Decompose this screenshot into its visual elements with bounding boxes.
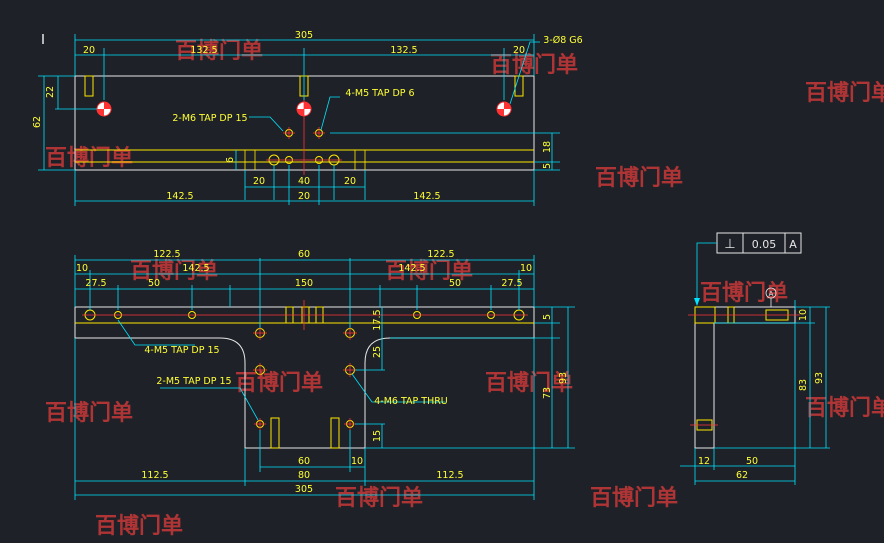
- watermark: 百博门单: [595, 165, 683, 191]
- dim-text: 10: [798, 309, 809, 321]
- watermark: 百博门单: [130, 258, 218, 284]
- dim-text: 40: [298, 176, 310, 187]
- dim-text: 142.5: [182, 263, 209, 274]
- dim-text: 12: [698, 456, 710, 467]
- watermark: 百博门单: [385, 258, 473, 284]
- center-lines: [82, 300, 528, 430]
- dim-text: 10: [520, 263, 532, 274]
- perpendicularity-symbol: ⊥: [724, 237, 735, 252]
- dim-text: 142.5: [413, 191, 440, 202]
- dim-text: 2-M6 TAP DP 15: [172, 113, 247, 124]
- dim-text: 17.5: [372, 309, 383, 330]
- dim-text: 20: [83, 45, 95, 56]
- dim-text: 93: [558, 372, 569, 384]
- dim-text: 20: [344, 176, 356, 187]
- datum-reference: A: [789, 238, 797, 251]
- pin-center-marker: [96, 101, 512, 117]
- tolerance-frame: ⊥ 0.05 A A: [694, 232, 802, 307]
- watermarks: 百博门单 百博门单 百博门单 百博门单 百博门单 百博门单 百博门单 百博门单 …: [45, 38, 884, 539]
- dim-text: 27.5: [85, 278, 106, 289]
- dim-text: 62: [32, 116, 43, 128]
- top-view: 305 20 132.5 132.5 20 3-Ø8 G6 22 62 18 5…: [32, 30, 583, 206]
- watermark: 百博门单: [805, 395, 884, 421]
- dim-text: 112.5: [436, 470, 463, 481]
- front-dim-lines: [74, 255, 575, 500]
- dim-text: 112.5: [141, 470, 168, 481]
- dim-text: 25: [372, 346, 383, 358]
- dim-text: 20: [298, 191, 310, 202]
- dim-text: 132.5: [190, 45, 217, 56]
- dim-text: 50: [449, 278, 461, 289]
- side-dim-lines: [680, 300, 830, 485]
- dim-text: 15: [372, 430, 383, 442]
- watermark: 百博门单: [175, 38, 263, 64]
- dim-text: 73: [542, 387, 553, 399]
- dim-text: 50: [746, 456, 758, 467]
- dim-text: 142.5: [166, 191, 193, 202]
- watermark: 百博门单: [805, 80, 884, 106]
- watermark: 百博门单: [235, 370, 323, 396]
- dim-text: 83: [798, 379, 809, 391]
- datum-marker: A: [769, 290, 774, 298]
- front-view: 122.5 60 122.5 10 142.5 142.5 10 27.5 50…: [74, 249, 575, 500]
- dim-text: 60: [298, 249, 310, 260]
- watermark: 百博门单: [95, 513, 183, 538]
- dim-text: 62: [736, 470, 748, 481]
- dim-text: 10: [351, 456, 363, 467]
- dim-text: 122.5: [427, 249, 454, 260]
- dim-text: 20: [253, 176, 265, 187]
- dim-text: 3-Ø8 G6: [543, 35, 582, 46]
- dim-text: 6: [225, 157, 236, 163]
- dim-text: 122.5: [153, 249, 180, 260]
- front-dim-texts: 122.5 60 122.5 10 142.5 142.5 10 27.5 50…: [76, 249, 569, 495]
- side-view: ⊥ 0.05 A A 10 83 93 12 50: [680, 232, 830, 485]
- tolerance-value: 0.05: [752, 238, 777, 251]
- watermark: 百博门单: [45, 145, 133, 171]
- dim-text: 93: [814, 372, 825, 384]
- dim-text: 150: [295, 278, 313, 289]
- dim-text: 142.5: [398, 263, 425, 274]
- watermark: 百博门单: [590, 485, 678, 511]
- dim-text: 5: [542, 314, 553, 320]
- dim-text: 4-M5 TAP DP 6: [345, 88, 414, 99]
- watermark: 百博门单: [700, 280, 788, 306]
- top-dim-lines: [38, 34, 560, 206]
- dim-text: 80: [298, 470, 310, 481]
- dim-text: 18: [542, 141, 553, 153]
- dim-text: 305: [295, 30, 313, 41]
- side-dim-texts: 10 83 93 12 50 62: [698, 309, 825, 481]
- dim-text: 132.5: [390, 45, 417, 56]
- watermark: 百博门单: [335, 485, 423, 511]
- dim-text: 305: [295, 484, 313, 495]
- center-lines: [688, 314, 800, 426]
- dim-text: 50: [148, 278, 160, 289]
- dim-text: 4-M6 TAP THRU: [374, 396, 448, 407]
- dim-text: 4-M5 TAP DP 15: [144, 345, 219, 356]
- dim-text: 5: [542, 163, 553, 169]
- dim-text: 22: [45, 86, 56, 98]
- top-dim-texts: 305 20 132.5 132.5 20 3-Ø8 G6 22 62 18 5…: [32, 30, 583, 202]
- dim-text: 10: [76, 263, 88, 274]
- dim-text: 27.5: [501, 278, 522, 289]
- dim-text: 20: [513, 45, 525, 56]
- dim-text: 60: [298, 456, 310, 467]
- dim-text: 2-M5 TAP DP 15: [156, 376, 231, 387]
- center-lines: [266, 96, 342, 175]
- watermark: 百博门单: [485, 370, 573, 396]
- watermark: 百博门单: [45, 400, 133, 426]
